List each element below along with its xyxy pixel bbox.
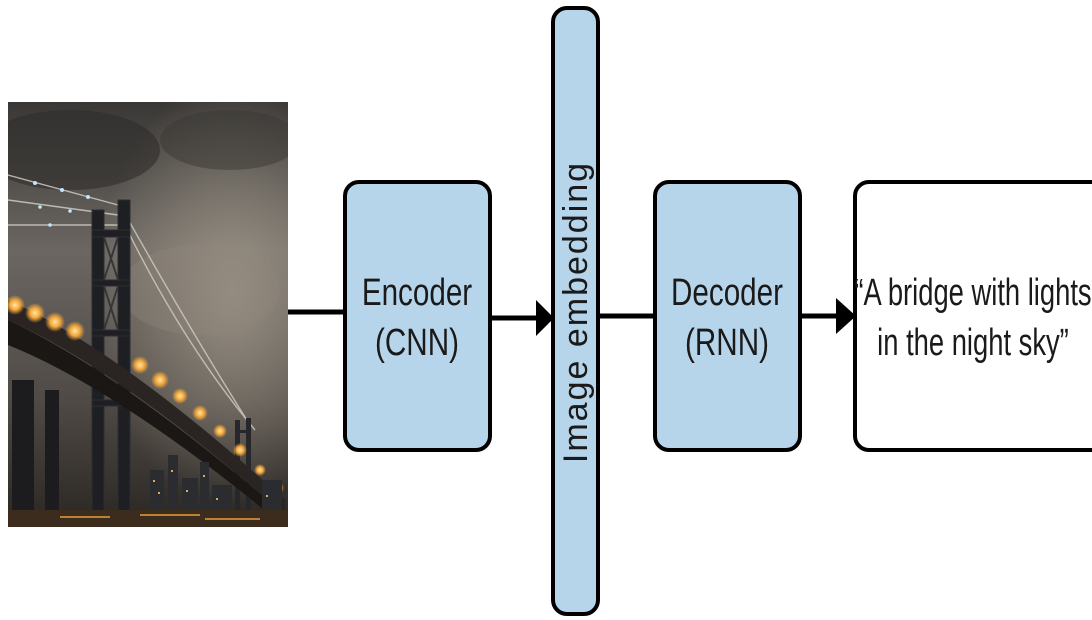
bridge-lights <box>8 295 284 494</box>
encoder-box: Encoder (CNN) <box>343 180 492 452</box>
arrowhead-embedding <box>536 300 554 336</box>
arrowhead-caption <box>836 298 856 334</box>
image-embedding-label: Image embedding <box>557 161 595 463</box>
connectors <box>288 309 838 321</box>
decoder-label: Decoder <box>671 272 783 314</box>
bridge-photo <box>8 102 288 527</box>
caption-line-2: in the night sky” <box>877 322 1069 364</box>
image-embedding-bar: Image embedding <box>551 6 600 616</box>
encoder-type: (CNN) <box>375 322 459 364</box>
encoder-label: Encoder <box>362 272 472 314</box>
decoder-box: Decoder (RNN) <box>653 180 802 452</box>
caption-box: “A bridge with lights in the night sky” <box>853 180 1092 452</box>
decoder-type: (RNN) <box>685 322 769 364</box>
caption-line-1: “A bridge with lights <box>854 272 1091 314</box>
